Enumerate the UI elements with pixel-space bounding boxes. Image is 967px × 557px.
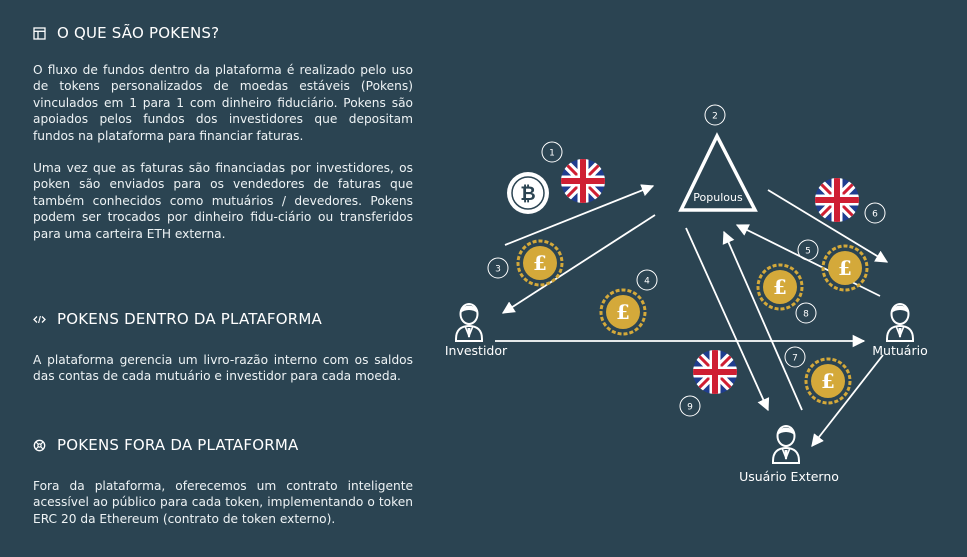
pound-coin-icon: [756, 263, 804, 311]
section-title: O QUE SÃO POKENS?: [57, 24, 220, 42]
pound-coin-icon: [599, 288, 647, 336]
svg-text:1: 1: [549, 149, 555, 159]
external-user-person-icon: [772, 425, 800, 464]
svg-text:6: 6: [872, 210, 878, 220]
pound-coin-icon: [804, 357, 852, 405]
bitcoin-icon: ₿: [507, 172, 549, 214]
code-icon: [33, 313, 46, 326]
investor-label: Investidor: [445, 343, 508, 358]
svg-text:₿: ₿: [520, 183, 535, 205]
section-outside-platform: POKENS FORA DA PLATAFORMA Fora da plataf…: [33, 436, 413, 527]
uk-flag-icon: [691, 348, 739, 396]
section-inside-platform: POKENS DENTRO DA PLATAFORMA A plataforma…: [33, 310, 413, 385]
svg-text:9: 9: [687, 403, 693, 413]
investor-person-icon: [455, 303, 483, 342]
section-title: POKENS DENTRO DA PLATAFORMA: [57, 310, 322, 328]
pound-coin-icon: [821, 244, 869, 292]
step-2: 2: [704, 104, 726, 126]
populous-label: Populous: [693, 191, 743, 204]
svg-text:2: 2: [712, 112, 718, 122]
arrow-borrower-external: [811, 354, 884, 447]
paragraph: Uma vez que as faturas são financiadas p…: [33, 161, 413, 241]
step-numbers: 1 2 3 4 5 6 7 8 9: [487, 104, 886, 417]
section-title: POKENS FORA DA PLATAFORMA: [57, 436, 299, 454]
populous-node: Populous: [678, 132, 758, 212]
borrower-person-icon: [886, 303, 914, 342]
step-3: 3: [487, 257, 509, 279]
paragraph: Fora da plataforma, oferecemos um contra…: [33, 479, 413, 526]
svg-text:8: 8: [803, 310, 809, 320]
step-4: 4: [636, 269, 658, 291]
section-what-are-pokens: O QUE SÃO POKENS? O fluxo de fundos dent…: [33, 24, 413, 242]
pokens-flow-diagram: £ Populous: [445, 104, 928, 484]
step-9: 9: [679, 395, 701, 417]
step-7: 7: [784, 346, 806, 368]
section-heading: POKENS DENTRO DA PLATAFORMA: [33, 310, 413, 328]
step-8: 8: [795, 302, 817, 324]
layout-icon: [33, 26, 46, 40]
svg-text:3: 3: [495, 265, 501, 275]
paragraph: O fluxo de fundos dentro da plataforma é…: [33, 63, 413, 143]
section-heading: O QUE SÃO POKENS?: [33, 24, 413, 42]
svg-text:4: 4: [644, 277, 650, 287]
paragraph: A plataforma gerencia um livro-razão int…: [33, 353, 413, 384]
flow-arrows: [495, 184, 889, 447]
svg-text:5: 5: [805, 247, 811, 257]
uk-flag-icon: [559, 157, 607, 205]
arrow-5: [735, 224, 881, 297]
arrow-1: [504, 184, 655, 246]
arrow-4: [501, 214, 656, 314]
globe-icon: [33, 439, 46, 452]
external-user-label: Usuário Externo: [739, 469, 839, 484]
step-1: 1: [541, 141, 563, 163]
step-5: 5: [797, 239, 819, 261]
arrow-7: [722, 230, 803, 411]
arrow-6: [767, 189, 889, 263]
uk-flag-icon: [813, 176, 861, 224]
step-6: 6: [864, 202, 886, 224]
arrow-8: [685, 227, 770, 412]
borrower-label: Mutuário: [872, 343, 927, 358]
svg-text:7: 7: [792, 354, 798, 364]
section-heading: POKENS FORA DA PLATAFORMA: [33, 436, 413, 454]
